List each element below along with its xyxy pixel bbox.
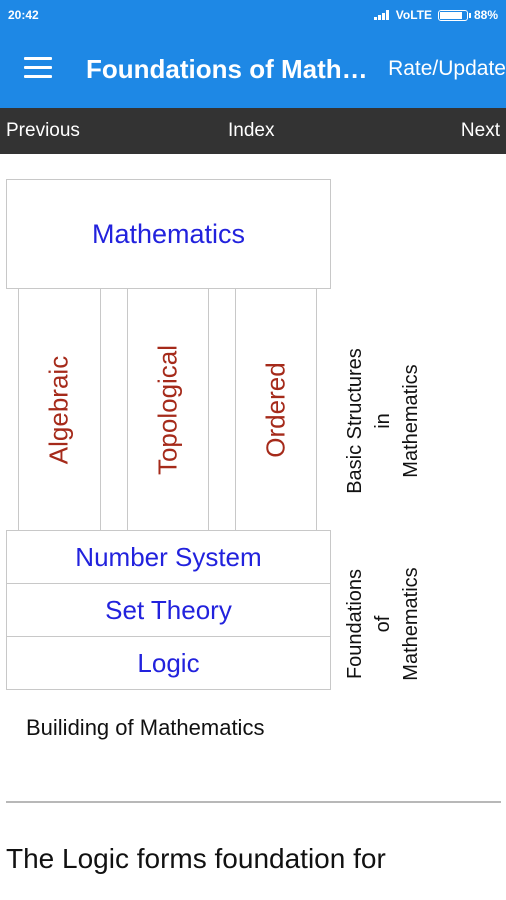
pillar-label: Algebraic [43,355,74,465]
diagram-gap [208,289,236,531]
battery-percent: 88% [473,8,498,22]
pillar-label: Topological [152,344,183,476]
diagram-top-mathematics: Mathematics [6,179,331,289]
side-label-line: in [372,413,394,429]
previous-button[interactable]: Previous [6,120,80,141]
index-button[interactable]: Index [228,120,275,141]
side-label-foundations: Foundations of Mathematics [341,567,425,680]
status-time: 20:42 [8,8,39,22]
divider [6,801,501,803]
signal-icon [373,10,390,20]
rate-update-button[interactable]: Rate/Update [388,57,506,80]
battery-fill [439,11,462,19]
nav-bar: Previous Index Next [0,108,506,154]
side-label-line: Basic Structures [344,348,366,494]
app-bar: Foundations of Mathematics Rate/Update [0,30,506,108]
status-bar: 20:42 VoLTE 88% [0,0,506,30]
foundation-number-system: Number System [6,530,331,584]
pillar-ordered: Ordered [236,289,316,531]
pillar-label: Ordered [260,362,291,458]
menu-icon[interactable] [24,57,52,79]
pillar-topological: Topological [128,289,208,531]
app-title: Foundations of Mathematics [86,54,371,84]
pillar-algebraic: Algebraic [18,289,100,531]
side-label-basic-structures: Basic Structures in Mathematics [341,348,425,494]
diagram-gap [100,289,128,531]
diagram-frame-line [316,289,317,531]
content-text: The Logic forms foundation for [6,843,386,874]
network-label: VoLTE [395,8,432,22]
battery-icon [437,9,471,21]
status-icons: VoLTE 88% [373,8,498,22]
diagram-frame-line [18,289,19,531]
foundation-logic: Logic [6,636,331,690]
foundation-set-theory: Set Theory [6,583,331,637]
side-label-line: Mathematics [400,567,422,681]
side-label-line: Mathematics [400,364,422,478]
mathematics-diagram: Mathematics Algebraic Topological Ordere… [0,154,506,690]
next-button[interactable]: Next [460,120,500,141]
diagram-caption: Builiding of Mathematics [26,715,265,740]
side-label-line: of [372,615,394,633]
side-label-line: Foundations [344,568,366,680]
